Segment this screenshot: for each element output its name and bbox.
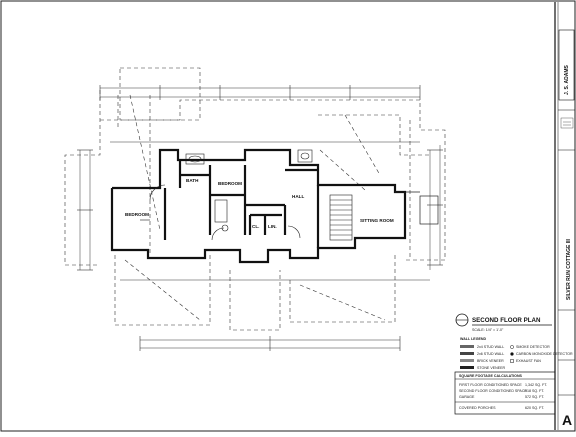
area-row-1-value: 1,342 SQ. FT. bbox=[525, 383, 547, 387]
area-row-3-value: 572 SQ. FT. bbox=[525, 395, 544, 399]
legend-item-1: 2x4 STUD WALL bbox=[477, 345, 504, 349]
legend-symbol-1: SMOKE DETECTOR bbox=[516, 345, 550, 349]
legend-symbol-3: EXHAUST FAN bbox=[516, 359, 541, 363]
room-label-linen: LIN. bbox=[268, 224, 277, 229]
room-label-sitting-room: SITTING ROOM bbox=[360, 218, 394, 223]
area-table-title: SQUARE FOOTAGE CALCULATIONS bbox=[459, 374, 523, 378]
area-row-2-label: SECOND FLOOR CONDITIONED SPACE bbox=[459, 389, 527, 393]
area-total-label: COVERED PORCHES bbox=[459, 406, 496, 410]
legend-item-2: 2x6 STUD WALL bbox=[477, 352, 504, 356]
exhaust-fan-icon bbox=[510, 359, 514, 363]
legend-swatch-1 bbox=[460, 345, 474, 348]
legend-symbol-2: CARBON MONOXIDE DETECTOR bbox=[516, 352, 573, 356]
area-row-1-label: FIRST FLOOR CONDITIONED SPACE bbox=[459, 383, 522, 387]
room-label-bedroom-left: BEDROOM bbox=[125, 212, 149, 217]
legend-title: WALL LEGEND bbox=[460, 337, 486, 341]
area-table: SQUARE FOOTAGE CALCULATIONS FIRST FLOOR … bbox=[454, 371, 556, 415]
co-detector-icon bbox=[510, 352, 514, 356]
firm-name: J. S. ADAMS bbox=[564, 65, 570, 95]
plan-title-block: SECOND FLOOR PLAN SCALE: 1/4" = 1'-0" bbox=[455, 313, 552, 332]
plan-scale: SCALE: 1/4" = 1'-0" bbox=[472, 328, 504, 332]
area-total-value: 620 SQ. FT. bbox=[525, 406, 544, 410]
wall-legend: WALL LEGEND 2x4 STUD WALL 2x6 STUD WALL … bbox=[460, 337, 573, 370]
room-label-bedroom-center: BEDROOM bbox=[218, 181, 242, 186]
area-row-2-value: 918 SQ. FT. bbox=[525, 389, 544, 393]
smoke-detector-icon bbox=[510, 345, 514, 349]
walls bbox=[110, 148, 439, 264]
legend-swatch-4 bbox=[460, 366, 474, 369]
legend-swatch-3 bbox=[460, 359, 474, 362]
legend-item-4: STONE VENEER bbox=[477, 366, 505, 370]
room-label-hall: HALL bbox=[292, 194, 304, 199]
room-label-closet: CL. bbox=[252, 224, 259, 229]
project-name: SILVER RUN COTTAGE III bbox=[566, 238, 572, 300]
legend-swatch-2 bbox=[460, 352, 474, 355]
sheet-number: A bbox=[562, 412, 572, 428]
stairs bbox=[329, 194, 353, 241]
plan-title: SECOND FLOOR PLAN bbox=[472, 317, 541, 324]
dimension-lines bbox=[77, 85, 443, 351]
roof-outline bbox=[64, 67, 446, 331]
fixtures bbox=[140, 149, 313, 241]
room-label-bath: BATH bbox=[186, 178, 199, 183]
title-block: J. S. ADAMS SILVER RUN COTTAGE III A bbox=[554, 2, 575, 430]
area-row-3-label: GARAGE bbox=[459, 395, 475, 399]
legend-item-3: BRICK VENEER bbox=[477, 359, 504, 363]
